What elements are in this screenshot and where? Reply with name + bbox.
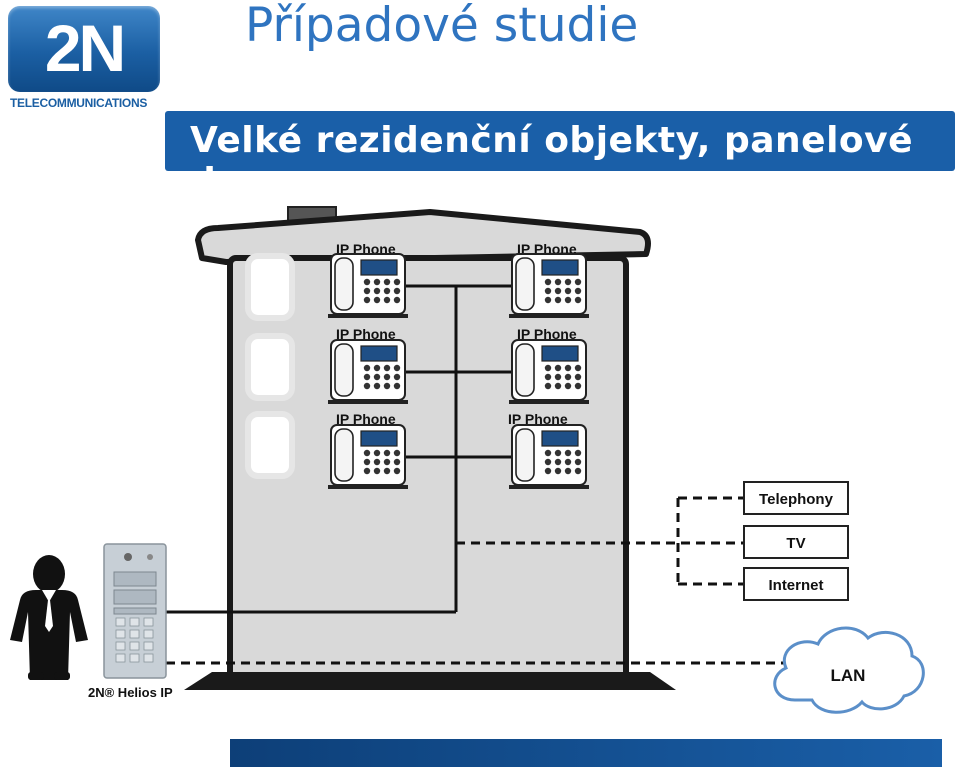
person-icon [10,555,88,680]
window [248,336,292,398]
ip-phone-icon [328,425,408,489]
ip-phone-icon [509,254,589,318]
service-box-telephony: Telephony [744,482,848,514]
building [184,207,676,690]
service-label: TV [786,535,805,552]
ip-phone-icon [509,425,589,489]
ip-phone-icon [328,340,408,404]
footer-bar [230,739,942,767]
service-box-tv: TV [744,526,848,558]
ip-phone-icon [509,340,589,404]
ip-phone-icon [328,254,408,318]
lan-label: LAN [831,666,866,685]
window [248,256,292,318]
door-station-icon [104,544,166,678]
service-label: Internet [768,577,823,594]
service-box-internet: Internet [744,568,848,600]
door-station-label: 2N® Helios IP [88,685,173,700]
service-label: Telephony [759,491,834,508]
window [248,414,292,476]
lan-cloud: LAN [775,628,924,712]
